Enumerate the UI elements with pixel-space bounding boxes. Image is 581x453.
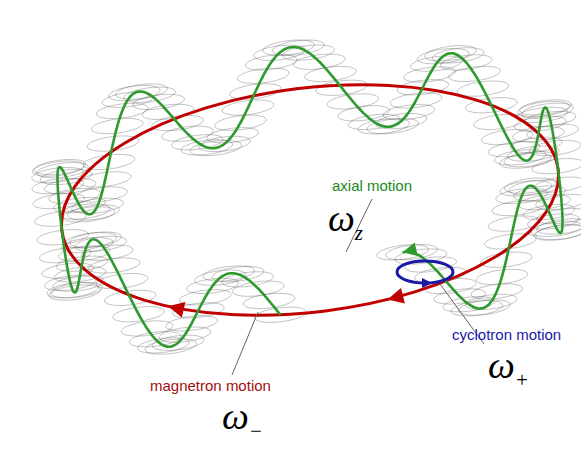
magnetron-label: magnetron motion xyxy=(150,378,271,395)
cyclotron-label: cyclotron motion xyxy=(452,327,561,344)
magnetron-frequency: ω− xyxy=(222,396,263,443)
axial-label: axial motion xyxy=(332,178,412,195)
axial-path xyxy=(43,17,574,358)
leader-line xyxy=(232,312,258,375)
cyclotron-rings xyxy=(16,7,581,368)
magnetron-arrowhead xyxy=(385,288,404,307)
trap-orbits xyxy=(16,7,581,368)
cyclotron-arrowhead xyxy=(422,278,432,288)
axial-frequency: ωz xyxy=(328,198,363,245)
cyclotron-ring xyxy=(385,242,438,262)
cyclotron-ring xyxy=(376,242,429,262)
magnetron-arrowhead xyxy=(166,299,185,318)
cyclotron-frequency: ω+ xyxy=(488,345,529,392)
axial-arrowhead xyxy=(401,242,418,259)
